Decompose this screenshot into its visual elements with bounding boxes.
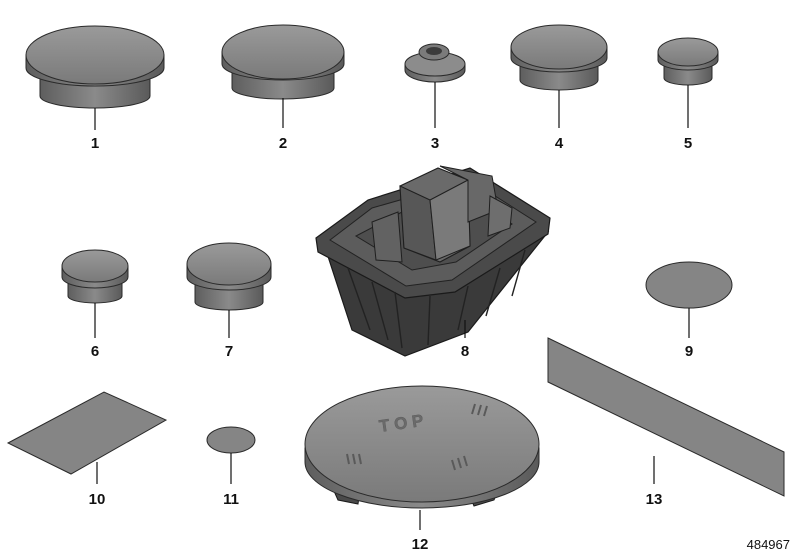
leader-lines xyxy=(94,82,690,530)
part-label: 10 xyxy=(89,491,106,508)
part-10-square-patch xyxy=(6,391,168,475)
part-2-plug xyxy=(221,24,345,100)
part-13-tape-strip xyxy=(547,337,785,497)
diagram-id: 484967 xyxy=(746,537,790,552)
part-label: 2 xyxy=(279,135,287,152)
part-8-jack-pad xyxy=(315,165,551,357)
part-4-plug xyxy=(510,24,608,91)
part-label: 5 xyxy=(684,135,692,152)
part-label: 6 xyxy=(91,343,99,360)
part-label: 12 xyxy=(412,536,429,553)
part-3-grommet xyxy=(404,43,466,83)
part-12-cover-cap: T O P xyxy=(304,385,540,509)
part-6-plug xyxy=(61,249,129,304)
part-label: 4 xyxy=(555,135,564,152)
part-9-round-patch xyxy=(645,261,733,309)
part-5-plug xyxy=(657,37,719,86)
part-labels: 1 2 3 4 5 6 7 8 9 10 11 12 13 xyxy=(89,135,694,553)
part-11-round-patch xyxy=(206,426,256,454)
part-label: 8 xyxy=(461,343,469,360)
part-label: 7 xyxy=(225,343,233,360)
part-label: 1 xyxy=(91,135,99,152)
part-label: 9 xyxy=(685,343,693,360)
part-1-plug xyxy=(25,25,165,109)
part-label: 13 xyxy=(646,491,663,508)
part-label: 11 xyxy=(223,491,239,508)
part-7-plug xyxy=(186,242,272,311)
part-label: 3 xyxy=(431,135,439,152)
